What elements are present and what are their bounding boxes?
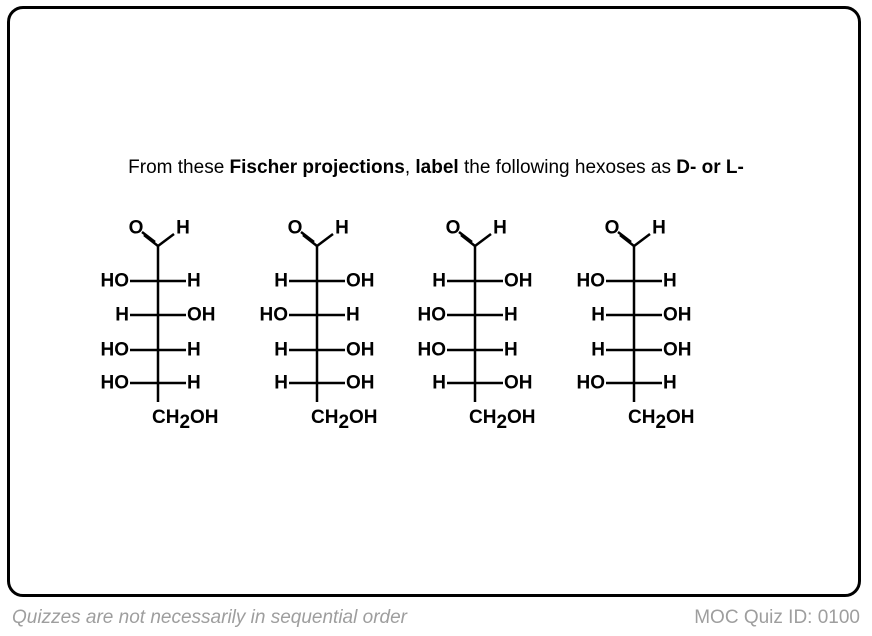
right-substituent: OH (663, 340, 692, 361)
oh-text: OH (190, 407, 219, 428)
left-substituent: H (274, 271, 288, 292)
aldehyde-ch-bond (633, 233, 651, 247)
aldehyde-ch-bond (316, 233, 334, 247)
aldehyde-double-bond (617, 231, 632, 243)
right-substituent: H (346, 305, 360, 326)
aldehyde-hydrogen: H (335, 218, 349, 239)
question-text-part: From these (128, 157, 230, 178)
left-substituent: H (432, 271, 446, 292)
aldehyde-double-bond (141, 231, 156, 243)
hydroxymethyl-group: CH2OH (152, 407, 219, 433)
left-substituent: H (432, 373, 446, 394)
right-substituent: OH (346, 373, 375, 394)
right-substituent: OH (504, 271, 533, 292)
right-substituent: OH (346, 340, 375, 361)
right-substituent: H (663, 271, 677, 292)
aldehyde-double-bond (458, 231, 473, 243)
left-substituent: HO (101, 340, 130, 361)
question-text-part: the following hexoses as (458, 157, 677, 178)
aldehyde-hydrogen: H (652, 218, 666, 239)
question-bold-label: label (415, 157, 459, 178)
aldehyde-oxygen: O (129, 218, 144, 239)
left-substituent: HO (418, 305, 447, 326)
aldehyde-double-bond (300, 231, 315, 243)
left-substituent: H (591, 305, 605, 326)
question-bold-dl: D- or L- (676, 157, 744, 178)
left-substituent: HO (577, 373, 606, 394)
hydroxymethyl-group: CH2OH (628, 407, 695, 433)
oh-text: OH (507, 407, 536, 428)
hydroxymethyl-group: CH2OH (311, 407, 378, 433)
quiz-id: MOC Quiz ID: 0100 (694, 607, 860, 628)
question-text-part: , (404, 157, 416, 178)
aldehyde-ch-bond (157, 233, 175, 247)
aldehyde-oxygen: O (288, 218, 303, 239)
oh-text: OH (666, 407, 695, 428)
right-substituent: OH (346, 271, 375, 292)
right-substituent: H (504, 340, 518, 361)
subscript-two: 2 (338, 412, 349, 433)
left-substituent: HO (418, 340, 447, 361)
left-substituent: H (591, 340, 605, 361)
question-bold-fischer: Fischer projections (229, 157, 405, 178)
left-substituent: HO (577, 271, 606, 292)
left-substituent: HO (101, 373, 130, 394)
left-substituent: H (274, 340, 288, 361)
ch-text: CH (311, 407, 338, 428)
ch-text: CH (469, 407, 496, 428)
right-substituent: H (187, 271, 201, 292)
right-substituent: OH (187, 305, 216, 326)
subscript-two: 2 (655, 412, 666, 433)
right-substituent: H (187, 340, 201, 361)
aldehyde-oxygen: O (446, 218, 461, 239)
left-substituent: H (115, 305, 129, 326)
right-substituent: OH (504, 373, 533, 394)
hydroxymethyl-group: CH2OH (469, 407, 536, 433)
aldehyde-hydrogen: H (176, 218, 190, 239)
right-substituent: H (187, 373, 201, 394)
quiz-card (7, 6, 861, 597)
question-text: From these Fischer projections, label th… (0, 157, 872, 179)
oh-text: OH (349, 407, 378, 428)
footer-note: Quizzes are not necessarily in sequentia… (12, 607, 407, 628)
right-substituent: OH (663, 305, 692, 326)
right-substituent: H (504, 305, 518, 326)
aldehyde-hydrogen: H (493, 218, 507, 239)
left-substituent: HO (260, 305, 289, 326)
aldehyde-ch-bond (474, 233, 492, 247)
left-substituent: H (274, 373, 288, 394)
left-substituent: HO (101, 271, 130, 292)
subscript-two: 2 (179, 412, 190, 433)
subscript-two: 2 (496, 412, 507, 433)
ch-text: CH (628, 407, 655, 428)
aldehyde-oxygen: O (605, 218, 620, 239)
right-substituent: H (663, 373, 677, 394)
ch-text: CH (152, 407, 179, 428)
